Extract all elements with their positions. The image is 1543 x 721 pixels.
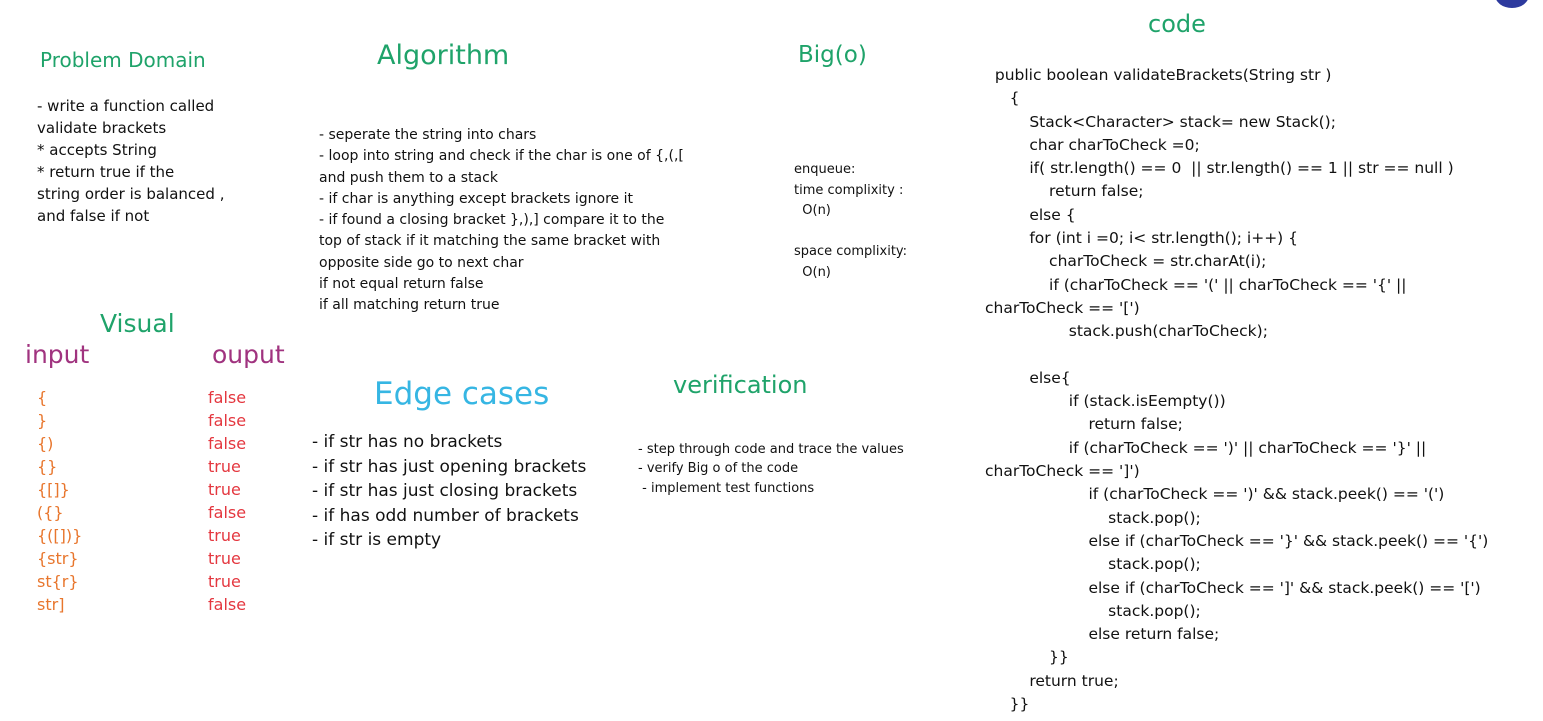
code-lines-line: else return false;: [985, 625, 1220, 644]
code-lines-line: [985, 344, 1488, 367]
code-lines-line: }}: [985, 648, 1069, 667]
code-lines-line: char charToCheck =0;: [985, 135, 1200, 154]
output-heading: ouput: [212, 340, 285, 369]
code-lines-line: if (charToCheck == ')' || charToCheck ==…: [985, 438, 1427, 457]
algorithm-lines-line: opposite side go to next char: [319, 254, 524, 271]
input-list: {} {) {} {[]} ({} {([])} {str} st{r} str]: [37, 386, 82, 616]
code-lines-line: for (int i =0; i< str.length(); i++) {: [985, 229, 1299, 248]
code-lines-line: if (stack.isEempty()): [985, 392, 1226, 411]
visual-outputs-line: false: [208, 411, 247, 430]
edge-case-lines-line: - if str has no brackets: [312, 432, 503, 452]
algorithm-lines-line: top of stack if it matching the same bra…: [319, 233, 661, 250]
code-lines-line: charToCheck == ']'): [985, 462, 1140, 481]
algorithm-heading: Algorithm: [377, 40, 510, 71]
big-o-lines-line: [794, 222, 907, 243]
visual-inputs-line: {([])}: [37, 526, 83, 545]
input-heading: input: [25, 340, 90, 369]
code-lines-line: stack.pop();: [985, 555, 1201, 574]
code-lines-line: public boolean validateBrackets(String s…: [985, 66, 1332, 84]
big-o-lines-line: space complixity:: [794, 244, 908, 259]
visual-outputs-line: true: [208, 549, 241, 568]
visual-outputs-line: false: [208, 503, 247, 522]
algorithm-lines-line: if not equal return false: [319, 276, 484, 293]
code-lines-line: else{: [985, 368, 1071, 387]
edge-case-lines-line: - if str has just opening brackets: [312, 456, 587, 477]
algorithm-lines-line: and push them to a stack: [319, 169, 498, 186]
code-lines-line: }}: [985, 695, 1030, 714]
code-heading: code: [1148, 10, 1206, 38]
verification-lines-line: - verify Big o of the code: [638, 461, 799, 477]
problem-domain-text: - write a function called validate bracke…: [37, 95, 224, 227]
code-lines-line: return false;: [985, 415, 1183, 434]
problem-domain-lines-line: validate brackets: [37, 119, 167, 137]
visual-outputs-line: true: [208, 526, 241, 545]
code-lines-line: if (charToCheck == ')' && stack.peek() =…: [985, 485, 1445, 504]
code-lines-line: {: [985, 89, 1020, 108]
visual-inputs-line: {: [37, 388, 48, 407]
visual-inputs-line: str]: [37, 595, 65, 614]
problem-domain-lines-line: and false if not: [37, 207, 150, 225]
big-o-heading: Big(o): [798, 42, 867, 68]
code-lines-line: return false;: [985, 182, 1144, 201]
visual-inputs-line: }: [37, 411, 48, 430]
code-lines-line: else if (charToCheck == ']' && stack.pee…: [985, 578, 1481, 597]
algorithm-text: - seperate the string into chars - loop i…: [319, 125, 684, 317]
visual-outputs-line: true: [208, 457, 241, 476]
problem-domain-lines-line: - write a function called: [37, 97, 215, 115]
visual-inputs-line: {): [37, 434, 54, 453]
code-lines-line: return true;: [985, 671, 1119, 690]
big-o-lines-line: O(n): [794, 264, 831, 280]
visual-inputs-line: st{r}: [37, 572, 79, 591]
code-lines-line: Stack<Character> stack= new Stack();: [985, 112, 1336, 131]
visual-inputs-line: {[]}: [37, 480, 70, 499]
big-o-text: enqueue: time complixity : O(n) space com…: [794, 160, 907, 283]
visual-outputs-line: true: [208, 572, 241, 591]
edge-case-lines-line: - if has odd number of brackets: [312, 505, 579, 526]
verification-lines-line: - implement test functions: [638, 480, 815, 496]
algorithm-lines-line: - loop into string and check if the char…: [319, 148, 684, 165]
code-lines-line: else {: [985, 205, 1076, 224]
big-o-lines-line: time complixity :: [794, 182, 904, 198]
code-lines-line: charToCheck == '['): [985, 298, 1140, 317]
big-o-lines-line: enqueue:: [794, 162, 856, 177]
code-lines-line: charToCheck = str.charAt(i);: [985, 252, 1267, 271]
visual-outputs-line: false: [208, 388, 247, 407]
visual-outputs-line: false: [208, 595, 247, 614]
problem-domain-lines-line: string order is balanced ,: [37, 185, 225, 203]
edge-cases-text: - if str has no brackets - if str has jus…: [312, 430, 586, 553]
visual-outputs-line: true: [208, 480, 241, 499]
problem-domain-heading: Problem Domain: [40, 48, 206, 72]
code-lines-line: stack.pop();: [985, 601, 1201, 620]
code-lines-line: if (charToCheck == '(' || charToCheck ==…: [985, 275, 1407, 294]
visual-heading: Visual: [100, 309, 175, 338]
corner-badge: [1495, 0, 1529, 8]
edge-case-lines-line: - if str is empty: [312, 530, 442, 550]
code-lines-line: stack.pop();: [985, 508, 1201, 527]
algorithm-lines-line: if all matching return true: [319, 297, 500, 314]
big-o-lines-line: O(n): [794, 203, 831, 218]
edge-cases-heading: Edge cases: [374, 376, 550, 412]
algorithm-lines-line: - seperate the string into chars: [319, 127, 537, 143]
visual-inputs-line: ({}: [37, 503, 64, 522]
output-list: false false false true true false true true true…: [208, 386, 246, 616]
edge-case-lines-line: - if str has just closing brackets: [312, 481, 578, 501]
code-block: public boolean validateBrackets(String s…: [985, 64, 1488, 716]
problem-domain-lines-line: * accepts String: [37, 141, 157, 159]
algorithm-lines-line: - if char is anything except brackets ig…: [319, 190, 633, 207]
code-lines-line: if( str.length() == 0 || str.length() ==…: [985, 159, 1454, 178]
visual-inputs-line: {}: [37, 457, 58, 476]
code-lines-line: stack.push(charToCheck);: [985, 322, 1268, 341]
algorithm-lines-line: - if found a closing bracket },),] compa…: [319, 212, 665, 229]
problem-domain-lines-line: * return true if the: [37, 163, 175, 181]
verification-text: - step through code and trace the values…: [638, 440, 904, 498]
visual-inputs-line: {str}: [37, 549, 79, 568]
code-lines-line: else if (charToCheck == '}' && stack.pee…: [985, 531, 1489, 550]
verification-lines-line: - step through code and trace the values: [638, 442, 904, 457]
verification-heading: verification: [673, 371, 808, 399]
visual-outputs-line: false: [208, 434, 247, 453]
